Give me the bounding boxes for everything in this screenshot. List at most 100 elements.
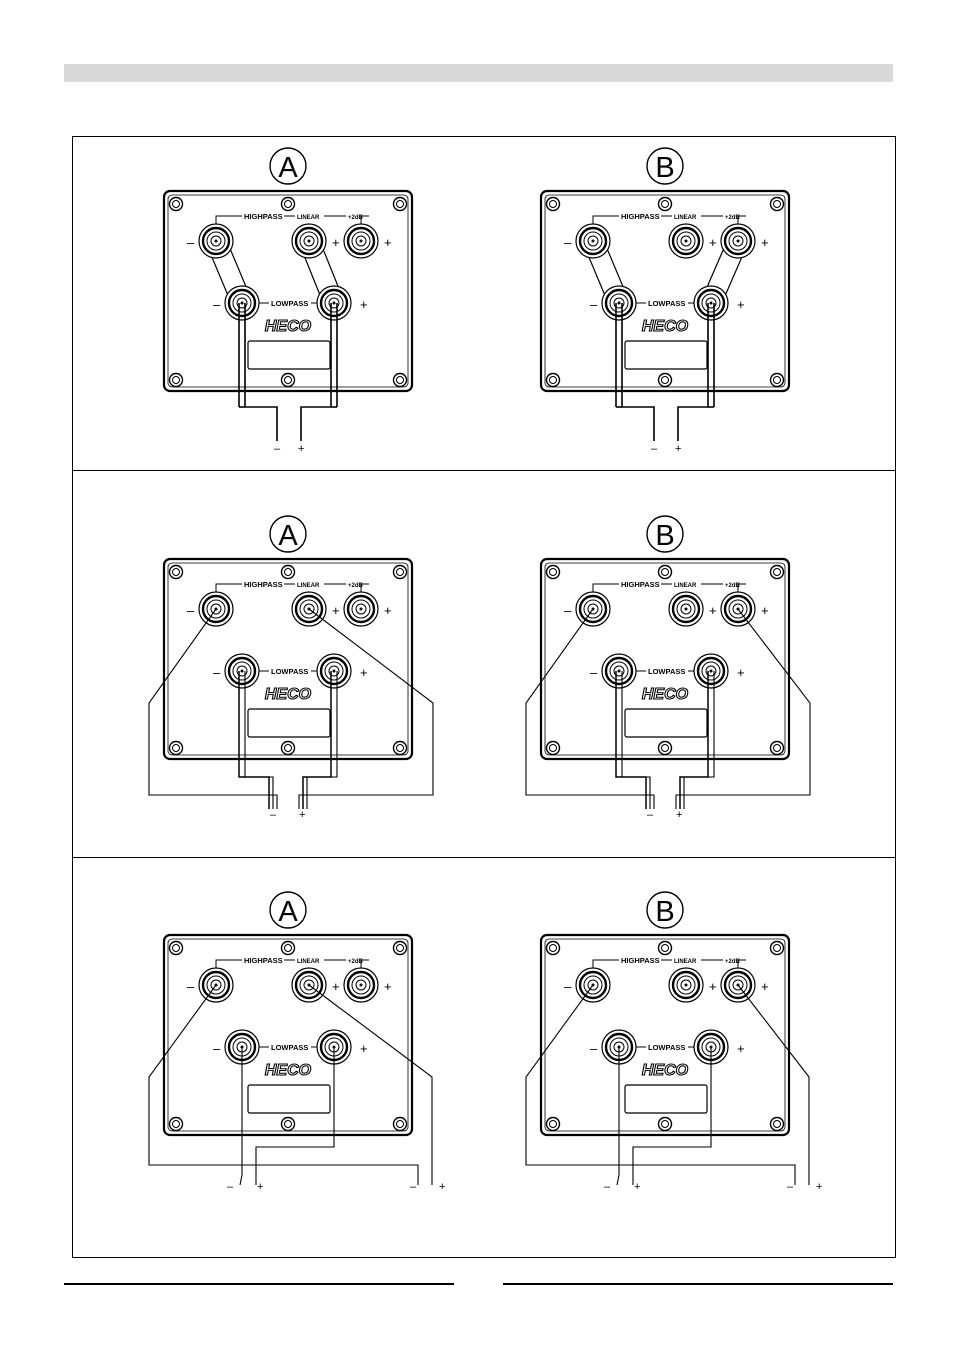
mounting-screw (657, 372, 673, 388)
wire (244, 671, 274, 809)
polarity-plus: + (737, 1041, 745, 1056)
label-linear: LINEAR (297, 215, 320, 221)
row-divider (72, 857, 896, 858)
wire (677, 303, 709, 441)
wire (616, 1047, 620, 1186)
mounting-screw (657, 564, 673, 580)
polarity-minus: – (187, 603, 195, 618)
variant-letter: B (655, 152, 674, 184)
cable-plus: + (299, 809, 305, 821)
terminal-2db-plus (720, 223, 756, 259)
variant-letter: B (655, 520, 674, 552)
brand-logo: HECO (642, 686, 689, 703)
label-highpass: HIGHPASS (244, 956, 283, 965)
polarity-minus: – (187, 979, 195, 994)
label-highpass: HIGHPASS (244, 580, 283, 589)
polarity-plus: + (737, 665, 745, 680)
mounting-screw (168, 196, 184, 212)
mounting-screw (168, 372, 184, 388)
cable-minus: – (647, 809, 654, 821)
polarity-plus: + (360, 297, 368, 312)
polarity-minus: – (213, 297, 221, 312)
variant-badge: B (646, 891, 684, 929)
polarity-plus: + (360, 1041, 368, 1056)
nameplate (624, 708, 708, 738)
terminal-lowpass-plus (316, 653, 352, 689)
mounting-screw (168, 740, 184, 756)
polarity-plus: + (761, 603, 769, 618)
cable-minus: – (604, 1181, 611, 1193)
cable-plus: + (298, 443, 304, 455)
polarity-plus: + (709, 235, 717, 250)
terminal-2db-plus (343, 591, 379, 627)
wire (300, 303, 332, 441)
mounting-screw (657, 1116, 673, 1132)
polarity-minus: – (564, 979, 572, 994)
label-highpass: HIGHPASS (621, 580, 660, 589)
wire (239, 1047, 243, 1186)
mounting-screw (392, 740, 408, 756)
mounting-screw (769, 196, 785, 212)
polarity-plus: + (384, 235, 392, 250)
wire (298, 608, 434, 809)
terminal-lowpass-plus (693, 285, 729, 321)
mounting-screw (545, 1116, 561, 1132)
footer-rule-left (64, 1283, 454, 1285)
label-lowpass: LOWPASS (271, 299, 308, 308)
cable-minus: – (410, 1181, 417, 1193)
polarity-minus: – (590, 665, 598, 680)
row-divider (72, 470, 896, 471)
cable-plus: + (257, 1181, 263, 1193)
cable-plus: + (675, 443, 681, 455)
wire (737, 984, 810, 1185)
polarity-plus: + (384, 979, 392, 994)
mounting-screw (392, 372, 408, 388)
cable-plus: + (634, 1181, 640, 1193)
variant-letter: A (278, 152, 298, 184)
variant-badge: A (269, 515, 307, 553)
nameplate (247, 340, 331, 370)
cable-minus: – (274, 443, 281, 455)
label-highpass: HIGHPASS (621, 956, 660, 965)
mounting-screw (392, 940, 408, 956)
terminal-lowpass-minus (224, 653, 260, 689)
cable-minus: – (227, 1181, 234, 1193)
polarity-plus: + (709, 979, 717, 994)
label-2db: +2dB (348, 959, 364, 965)
mounting-screw (392, 564, 408, 580)
mounting-screw (657, 940, 673, 956)
polarity-minus: – (213, 1041, 221, 1056)
wire (148, 608, 278, 809)
label-highpass: HIGHPASS (244, 212, 283, 221)
cable-plus: + (439, 1181, 445, 1193)
terminal-lowpass-minus (224, 285, 260, 321)
variant-badge: A (269, 147, 307, 185)
label-lowpass: LOWPASS (648, 1043, 685, 1052)
label-2db: +2dB (725, 959, 741, 965)
wire (308, 984, 433, 1185)
polarity-plus: + (332, 235, 340, 250)
variant-badge: B (646, 515, 684, 553)
label-2db: +2dB (725, 583, 741, 589)
diagram-frame (72, 136, 896, 1258)
label-highpass: HIGHPASS (621, 212, 660, 221)
terminal-highpass-minus (575, 223, 611, 259)
terminal-lowpass-plus (693, 653, 729, 689)
brand-logo: HECO (642, 1062, 689, 1079)
mounting-screw (280, 564, 296, 580)
mounting-screw (545, 940, 561, 956)
mounting-screw (545, 196, 561, 212)
wire (306, 671, 338, 809)
mounting-screw (280, 940, 296, 956)
mounting-screw (545, 740, 561, 756)
brand-logo: HECO (642, 318, 689, 335)
variant-badge: B (646, 147, 684, 185)
label-linear: LINEAR (297, 583, 320, 589)
brand-logo: HECO (265, 1062, 312, 1079)
